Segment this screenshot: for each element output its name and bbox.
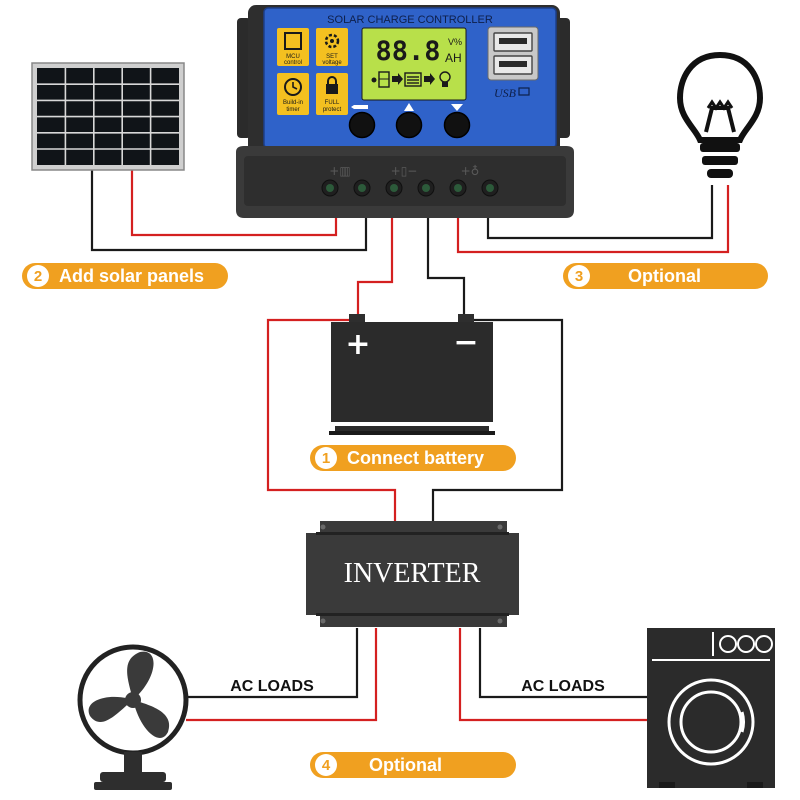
controller-button-2[interactable] <box>395 111 423 139</box>
timer-icon: Build-in timer <box>277 73 309 115</box>
protect-sublabel: protect <box>323 107 342 113</box>
terminal-screw-head <box>326 184 334 192</box>
up-triangle-icon <box>404 103 414 111</box>
mcu-label: MCU <box>286 54 300 60</box>
solar-terminal-symbol: +▥ <box>329 164 350 178</box>
step-text: Add solar panels <box>59 265 205 286</box>
lcd-arrow-icon <box>392 73 403 85</box>
usb-ports <box>487 26 539 81</box>
wire-battery-positive-controller <box>356 210 394 322</box>
step-text: Optional <box>369 754 442 775</box>
controller-button-3[interactable] <box>443 111 471 139</box>
battery-positive-label: + <box>345 327 370 362</box>
wire-fan-black <box>186 628 359 699</box>
step-label-optional-load: 3 Optional <box>563 263 768 289</box>
lcd-bulb-icon <box>439 71 451 87</box>
fan-icon <box>77 644 189 790</box>
lcd-battery-icon <box>404 72 422 87</box>
set-voltage-icon: SET voltage <box>316 28 348 66</box>
battery-terminal-symbol: +▯− <box>391 164 418 178</box>
lcd-unit-bottom: AH <box>445 51 462 65</box>
set-sublabel: voltage <box>322 60 342 66</box>
timer-sublabel: timer <box>286 107 299 113</box>
ac-loads-left-label: AC LOADS <box>230 678 314 695</box>
usb-symbol-icon <box>518 87 530 96</box>
step-label-connect-battery: 1 Connect battery <box>310 445 516 471</box>
terminal-screw-head <box>454 184 462 192</box>
protect-label: FULL <box>325 100 340 106</box>
terminal-screws <box>321 179 499 197</box>
wire-load-positive <box>456 185 730 254</box>
washing-machine-icon <box>647 628 775 788</box>
lcd-sun-panel-icon <box>371 71 390 88</box>
wire-washer-black <box>478 628 648 699</box>
wire-inverter-positive <box>266 318 397 522</box>
wire-fan-red <box>186 628 378 722</box>
charge-controller: SOLAR CHARGE CONTROLLER MCU control SET … <box>236 5 574 218</box>
inverter: INVERTER <box>306 521 519 627</box>
wire-battery-negative-controller <box>426 210 466 322</box>
step-text: Connect battery <box>347 447 485 468</box>
wire-inverter-negative <box>431 318 564 522</box>
solar-panel-cells <box>37 68 179 165</box>
lcd-digits: 88.8 <box>375 36 440 67</box>
usb-label: USB <box>494 86 517 100</box>
step-number-badge: 2 <box>27 265 49 287</box>
step-number-badge: 1 <box>315 447 337 469</box>
step-number-badge: 3 <box>568 265 590 287</box>
back-arrow-icon <box>351 105 368 109</box>
mcu-control-icon: MCU control <box>277 28 309 66</box>
controller-button-1[interactable] <box>348 111 376 139</box>
terminal-screw-head <box>486 184 494 192</box>
terminal-screw-head <box>422 184 430 192</box>
solar-panel <box>31 62 185 171</box>
terminal-block: +▥ +▯− +♁ <box>236 146 574 218</box>
lcd-arrow-icon-2 <box>424 73 435 85</box>
lcd-unit-top: V% <box>448 37 462 47</box>
step-text: Optional <box>628 265 701 286</box>
mcu-sublabel: control <box>284 60 302 66</box>
lock-protect-icon: FULL protect <box>316 73 348 115</box>
battery-negative-label: − <box>453 325 478 360</box>
wire-solar-negative <box>90 170 368 252</box>
controller-buttons <box>348 103 471 139</box>
step-number-badge: 4 <box>315 754 337 776</box>
controller-title: SOLAR CHARGE CONTROLLER <box>327 14 493 26</box>
down-triangle-icon <box>451 104 463 111</box>
lcd-display: 88.8 V% AH <box>361 27 467 101</box>
terminal-screw-head <box>358 184 366 192</box>
step-label-add-solar-panels: 2 Add solar panels <box>22 263 228 289</box>
wire-washer-red <box>458 628 648 722</box>
timer-label: Build-in <box>283 100 303 106</box>
set-label: SET <box>326 54 338 60</box>
ac-loads-right-label: AC LOADS <box>521 678 605 695</box>
battery: + − <box>329 314 495 435</box>
step-label-optional-ac: 4 Optional <box>310 752 516 778</box>
load-terminal-symbol: +♁ <box>461 164 480 178</box>
light-bulb-icon <box>676 51 764 178</box>
inverter-label: INVERTER <box>344 558 481 589</box>
terminal-screw-head <box>390 184 398 192</box>
